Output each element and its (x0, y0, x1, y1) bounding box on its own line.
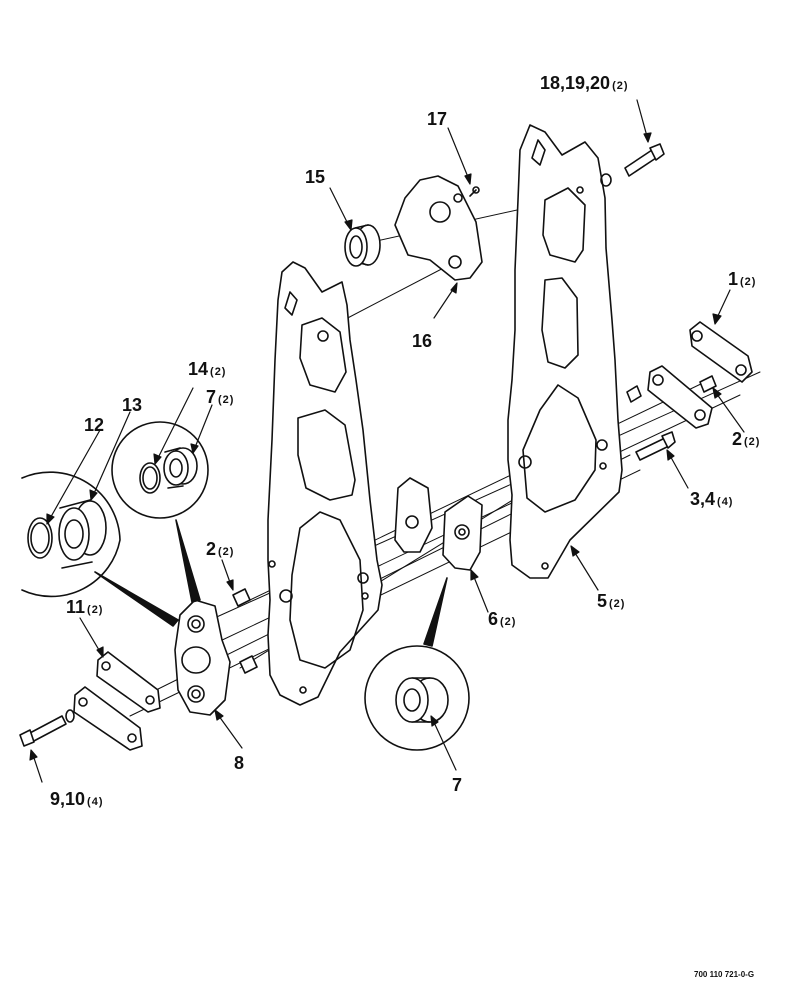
detail-circle-bottom (364, 645, 470, 751)
callout-13: 13 (122, 396, 144, 415)
detail-circle-top (111, 421, 209, 519)
callout-12: 12 (84, 416, 106, 435)
callout-9-10: 9,10(4) (50, 790, 104, 809)
bearing-15 (344, 224, 381, 267)
callout-number: 8 (234, 753, 245, 773)
callout-number: 6 (488, 609, 499, 629)
left-spacer (232, 588, 258, 674)
callout-number: 1 (728, 269, 739, 289)
callout-number: 5 (597, 591, 608, 611)
top-bearing-bracket (394, 175, 483, 281)
callout-quantity: (2) (210, 366, 227, 378)
assembly-centerlines (129, 194, 761, 717)
callout-number: 9,10 (50, 789, 86, 809)
detail-circle-left (21, 471, 121, 598)
callout-number: 7 (452, 775, 463, 795)
callout-quantity: (2) (500, 616, 517, 628)
callout-number: 17 (427, 109, 448, 129)
callout-number: 13 (122, 395, 143, 415)
callout-number: 7 (206, 387, 217, 407)
right-spacers (626, 365, 717, 429)
callout-number: 3,4 (690, 489, 716, 509)
callout-5: 5(2) (597, 592, 625, 611)
callout-quantity: (4) (717, 496, 734, 508)
bearing-bracket-8 (174, 599, 231, 716)
callout-quantity: (2) (740, 276, 757, 288)
callout-6: 6(2) (488, 610, 516, 629)
callout-1: 1(2) (728, 270, 756, 289)
callout-14: 14(2) (188, 360, 226, 379)
callout-16: 16 (412, 332, 434, 351)
callout-2-left: 2(2) (206, 540, 234, 559)
right-side-plate (507, 124, 623, 579)
leader-lines (29, 99, 745, 783)
document-number: 700 110 721-0-G (694, 970, 755, 979)
detail-pointer-top (175, 519, 201, 603)
callout-number: 18,19,20 (540, 73, 611, 93)
callout-quantity: (4) (87, 796, 104, 808)
callout-2-right: 2(2) (732, 430, 760, 449)
callout-number: 14 (188, 359, 209, 379)
callout-quantity: (2) (609, 598, 626, 610)
callout-3-4: 3,4(4) (690, 490, 733, 509)
link-plates-left (73, 651, 161, 751)
callout-quantity: (2) (218, 394, 235, 406)
callout-number: 11 (66, 597, 86, 617)
callout-number: 12 (84, 415, 105, 435)
left-bolt-washer (19, 709, 75, 747)
right-bolts (635, 431, 676, 461)
detail-pointer-left (94, 571, 179, 627)
callout-11: 11(2) (66, 598, 103, 617)
top-bolt-washer (600, 143, 665, 187)
link-plate-right (689, 321, 753, 383)
callout-7-bottom: 7 (452, 776, 464, 795)
center-pivot-block (394, 477, 483, 571)
callout-quantity: (2) (612, 80, 629, 92)
callout-18-19-20: 18,19,20(2) (540, 74, 629, 93)
detail-pointer-bottom (423, 577, 448, 647)
callout-number: 16 (412, 331, 433, 351)
grease-fitting (469, 186, 480, 197)
callout-number: 2 (206, 539, 217, 559)
callout-15: 15 (305, 168, 327, 187)
callout-number: 2 (732, 429, 743, 449)
callout-number: 15 (305, 167, 326, 187)
callout-quantity: (2) (87, 604, 104, 616)
callout-7-top: 7(2) (206, 388, 234, 407)
callout-quantity: (2) (218, 546, 235, 558)
callout-quantity: (2) (744, 436, 761, 448)
callout-8: 8 (234, 754, 246, 773)
left-side-plate (267, 261, 383, 706)
callout-17: 17 (427, 110, 449, 129)
